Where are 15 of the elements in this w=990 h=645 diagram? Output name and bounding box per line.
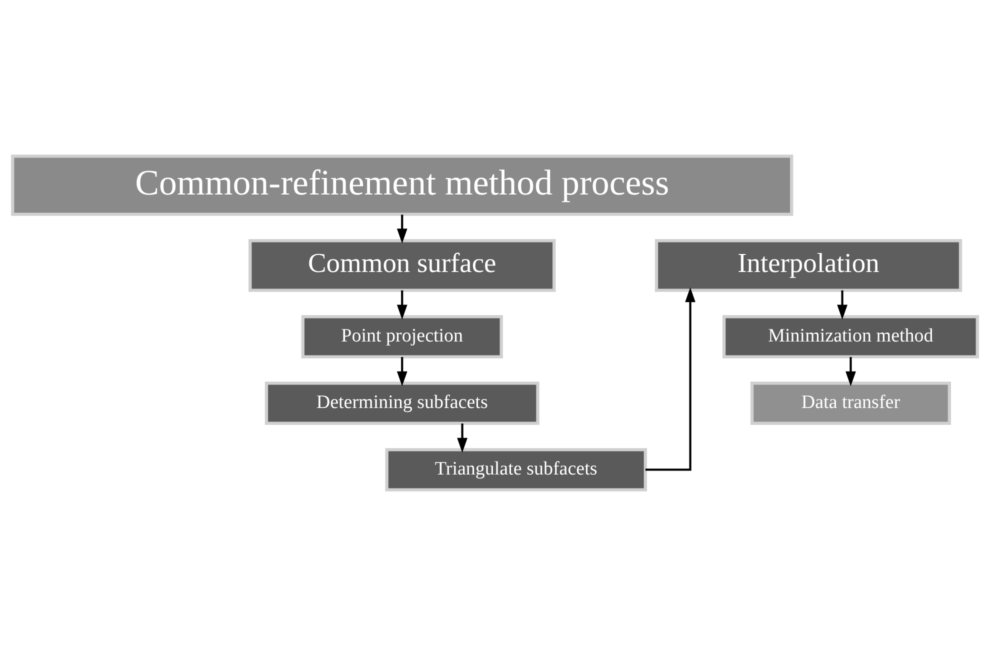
node-box: Point projection [301, 314, 503, 358]
node-box: Common-refinement method process [11, 154, 794, 216]
node-box: Common surface [248, 238, 556, 292]
node-box: Minimization method [722, 314, 979, 358]
arrow [396, 214, 408, 243]
arrow [846, 356, 856, 386]
node-box: Determining subfacets [264, 381, 540, 424]
arrow [396, 290, 408, 320]
arrow [837, 290, 848, 320]
arrow [645, 286, 696, 470]
node-box: Triangulate subfacets [385, 448, 647, 491]
arrow [457, 423, 468, 452]
node-box: Data transfer [750, 381, 951, 424]
arrow [396, 356, 408, 386]
node-box: Interpolation [654, 238, 962, 292]
